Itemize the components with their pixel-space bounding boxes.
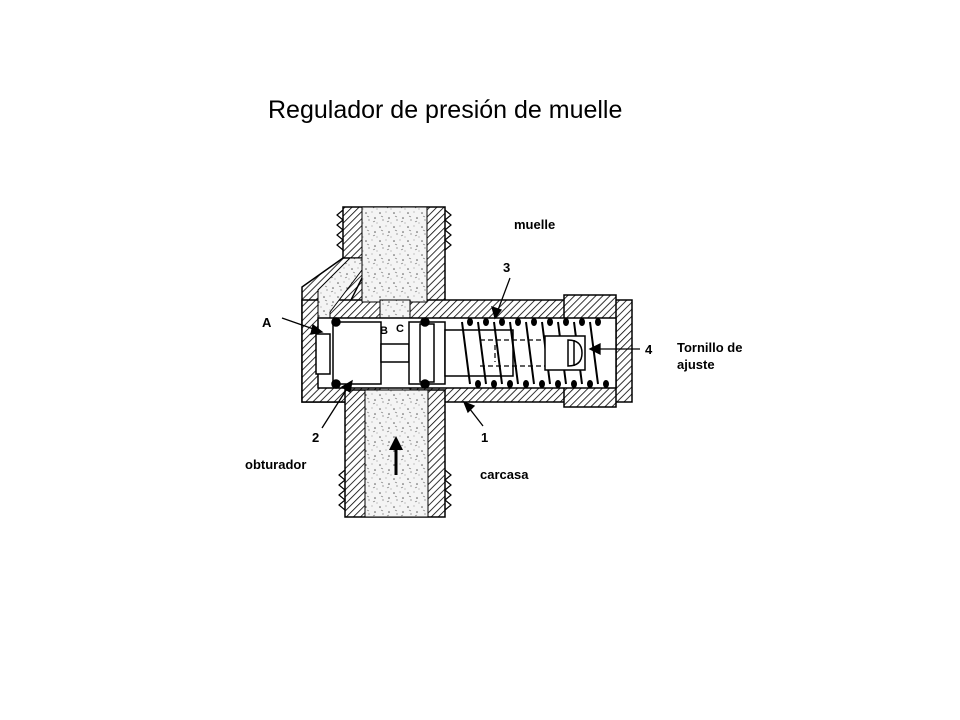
- top-threads: [336, 209, 452, 251]
- label-muelle: muelle: [514, 217, 556, 232]
- callout-b: B: [380, 325, 388, 337]
- callout-2: 2: [312, 430, 319, 445]
- bottom-threads: [338, 469, 452, 511]
- slide-title: Regulador de presión de muelle: [268, 96, 623, 124]
- guide-rod: [480, 339, 575, 367]
- label-carcasa: carcasa: [480, 467, 529, 482]
- callout-a: A: [262, 315, 272, 330]
- label-tornillo-de-ajuste: Tornillo de ajuste: [677, 339, 742, 373]
- callout-3: 3: [503, 260, 510, 275]
- piston-assembly: [315, 317, 514, 389]
- label-tornillo-line1: Tornillo de: [677, 340, 743, 355]
- label-tornillo-line2: ajuste: [677, 357, 715, 372]
- callout-1: 1: [481, 430, 488, 445]
- label-obturador: obturador: [245, 457, 307, 472]
- adjusting-screw: [544, 335, 586, 371]
- flow-arrow: [389, 436, 403, 475]
- callout-c: C: [396, 323, 404, 335]
- callout-4: 4: [645, 342, 653, 357]
- leader-lines: [281, 277, 640, 429]
